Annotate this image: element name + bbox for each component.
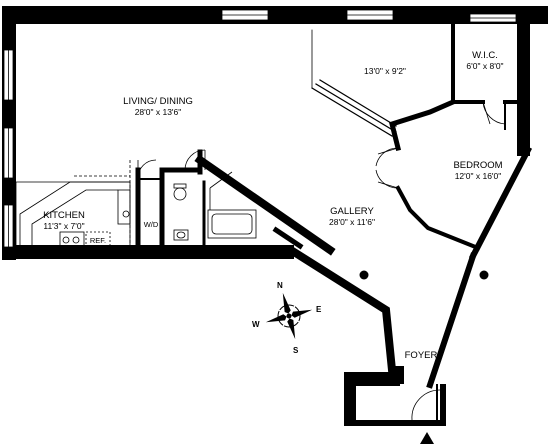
bath-fixtures [173,171,257,241]
entry-arrow-icon [420,432,434,444]
compass-e-label: E [316,305,322,314]
living-dim: 28'0" x 13'6" [135,107,182,117]
column-left [359,270,369,280]
top-windows [221,9,517,23]
gallery-dim: 28'0" x 11'6" [329,217,375,227]
kitchen-fixtures [15,160,131,253]
foyer-name: FOYER [405,350,438,361]
wd-label: W/D [144,220,159,229]
ref-label: REF. [90,236,106,245]
gallery-name: GALLERY [330,206,374,217]
left-windows [3,49,14,248]
compass-icon [265,292,313,340]
wic-name: W.I.C. [472,50,498,61]
wic-dim: 6'0" x 8'0" [466,61,503,71]
kitchen-name: KITCHEN [43,210,85,221]
bedroom-dim: 12'0" x 16'0" [455,171,502,181]
column-right [479,270,489,280]
kitchen-dim: 11'3" x 7'0" [43,221,84,231]
foyer-walls [344,366,446,426]
doors [137,101,506,421]
second-room-dim: 13'0" x 9'2" [364,66,406,76]
bedroom-name: BEDROOM [453,160,502,171]
compass-w-label: W [252,320,260,329]
compass-s-label: S [293,346,299,355]
interior-walls [135,22,533,389]
compass-n-label: N [277,281,283,290]
living-name: LIVING/ DINING [123,96,193,107]
